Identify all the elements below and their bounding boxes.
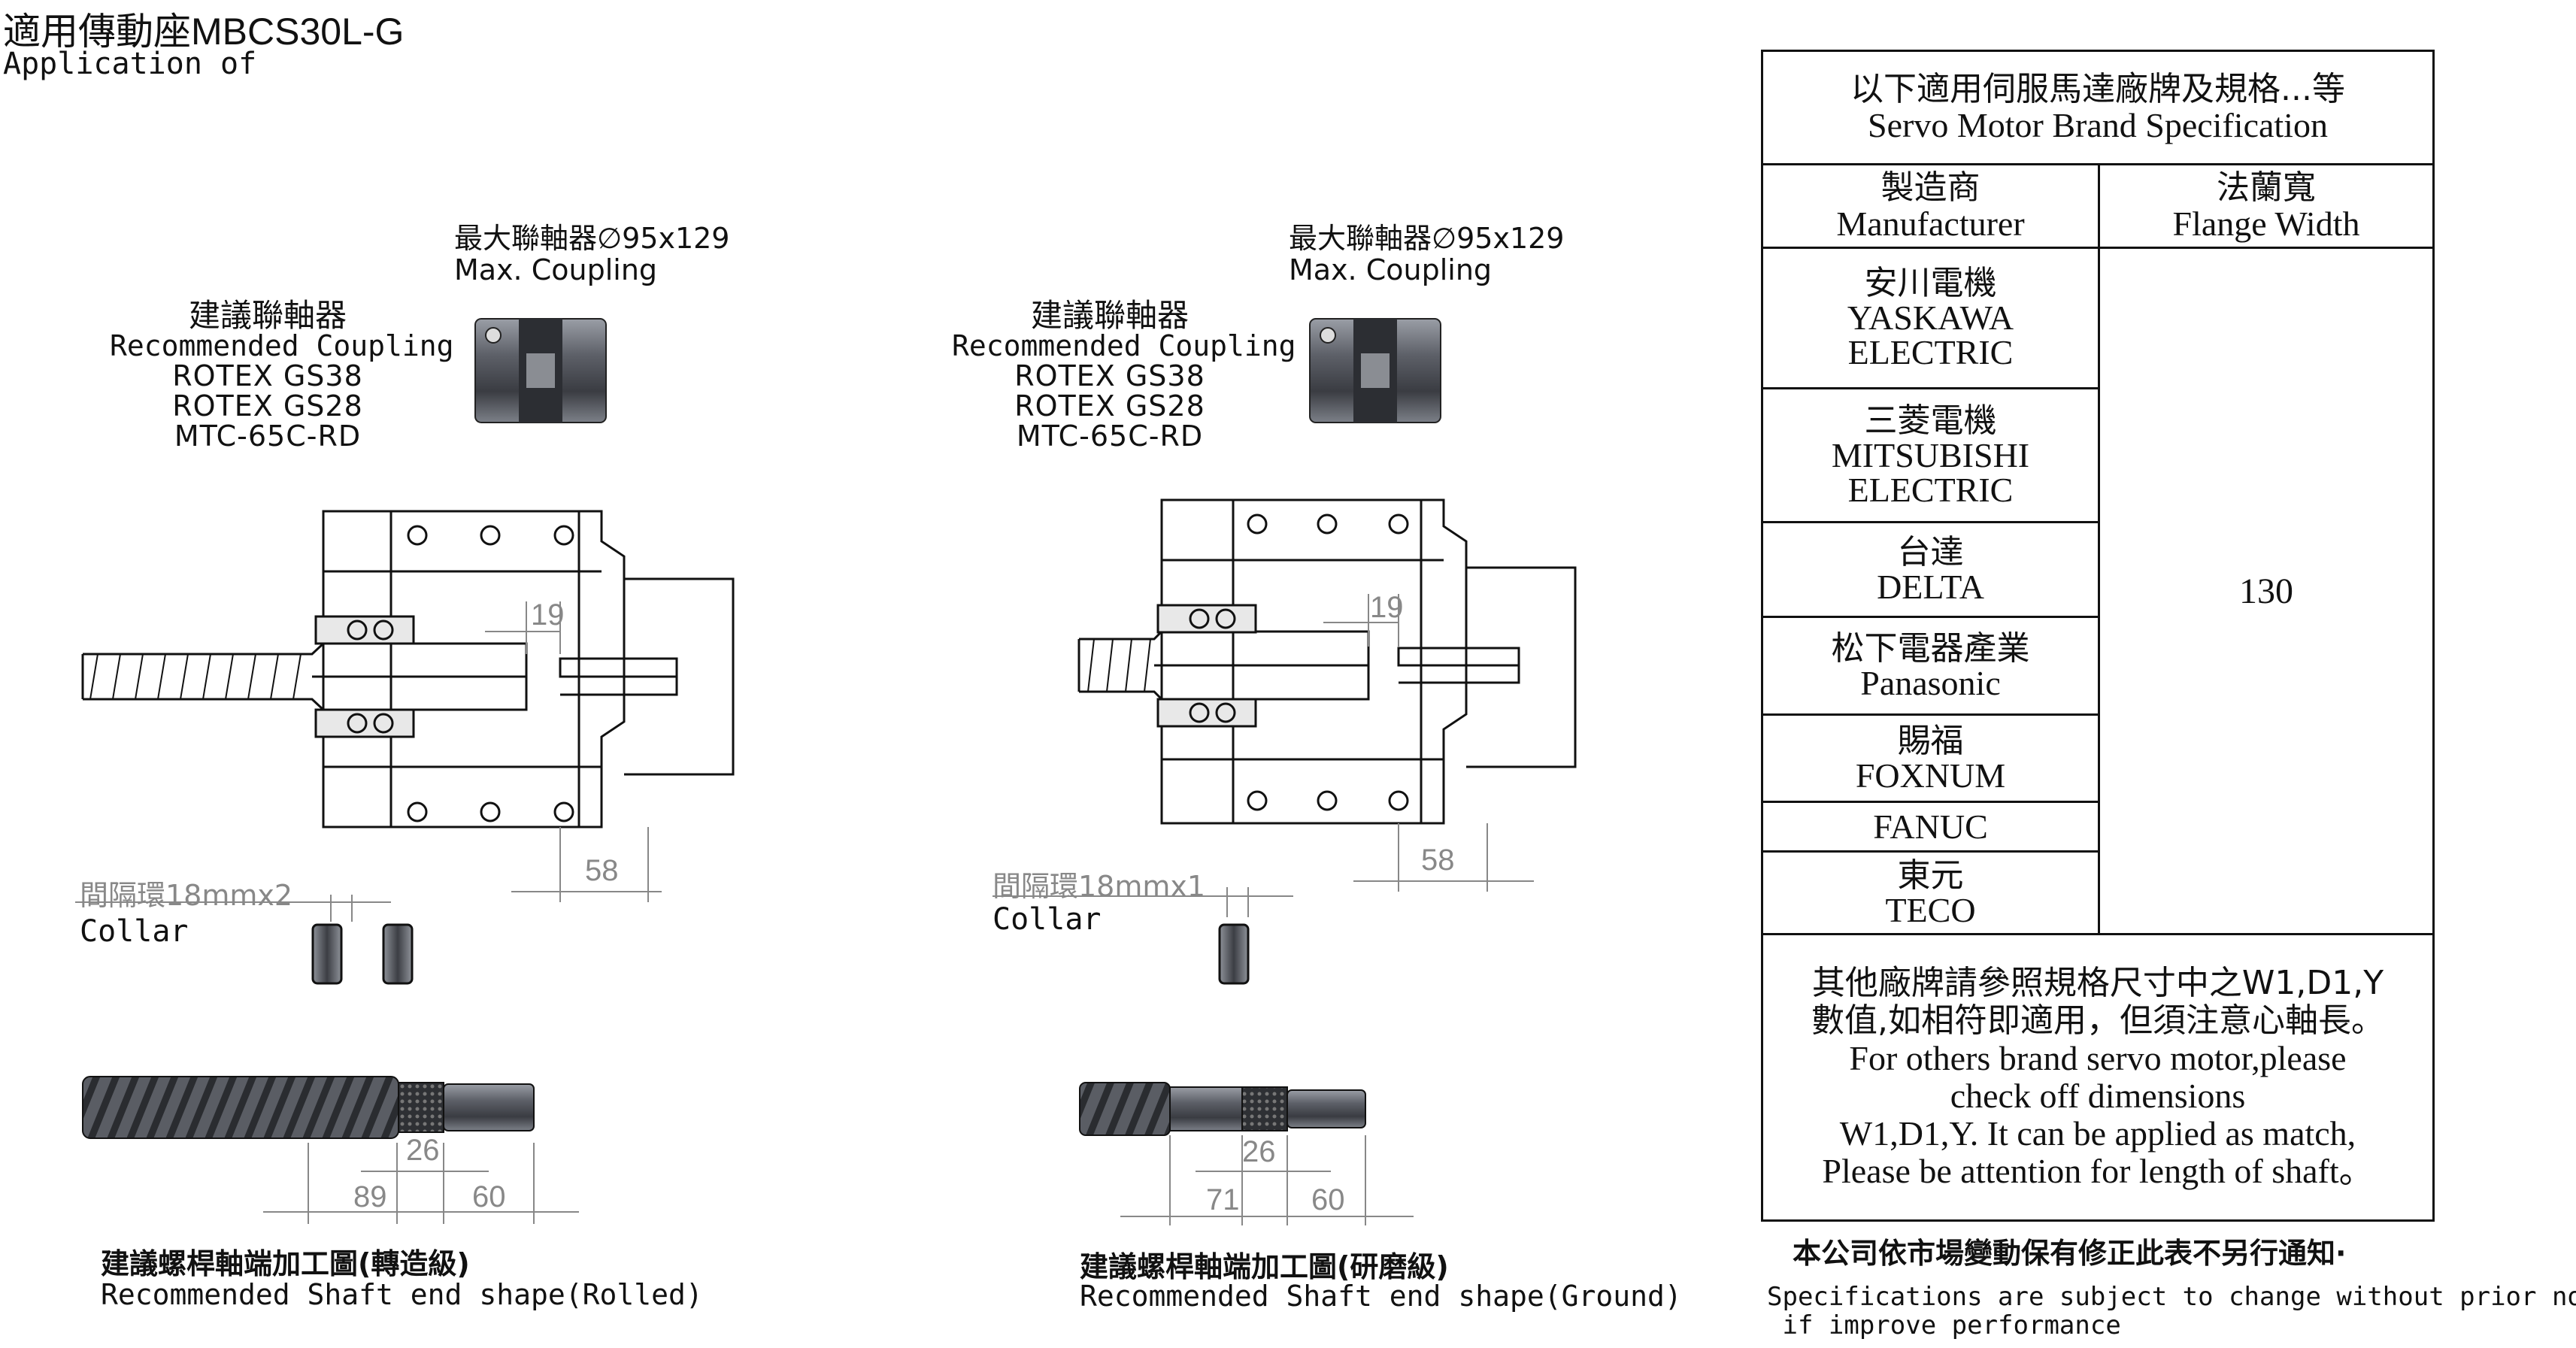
note-en-1: For others brand servo motor,please [1849, 1039, 2347, 1077]
right-model-3: MTC-65C-RD [1016, 420, 1204, 453]
left-collar-label: Collar [80, 914, 189, 949]
note-en-3: W1,D1,Y. It can be applied as match, [1839, 1114, 2356, 1153]
left-shaft-drawing [82, 1076, 535, 1139]
right-max-coupling-en: Max. Coupling [1289, 253, 1493, 286]
left-max-coupling-en: Max. Coupling [454, 253, 658, 286]
brand-cn: 三菱電機 [1864, 401, 1997, 440]
note-en-2: check off dimensions [1950, 1077, 2246, 1115]
left-dim-26: 26 [406, 1134, 440, 1167]
left-coupling-image [474, 318, 607, 423]
table-header-en: Servo Motor Brand Specification [1868, 106, 2328, 144]
brand-cn: 松下電器產業 [1831, 629, 2030, 668]
note-cn-1: 其他廠牌請參照規格尺寸中之W1,D1,Y [1811, 964, 2384, 1002]
right-collar [1218, 923, 1250, 985]
right-shaft-dimensions [1120, 1135, 1414, 1225]
flange-width-value: 130 [2239, 571, 2293, 611]
right-recommended-coupling: 建議聯軸器 Recommended Coupling ROTEX GS38 RO… [952, 297, 1296, 453]
left-dim-58: 58 [585, 854, 619, 887]
table-header-cn: 以下適用伺服馬達廠牌及規格...等 [1850, 70, 2345, 108]
right-coupling-image [1309, 318, 1441, 423]
table-header: 以下適用伺服馬達廠牌及規格...等 Servo Motor Brand Spec… [1763, 52, 2432, 163]
right-rec-coupling-cn: 建議聯軸器 [1030, 297, 1189, 334]
col-flange-en: Flange Width [2172, 204, 2360, 243]
left-bearing-block [81, 510, 735, 828]
brand-row: 東元 TECO [1763, 850, 2098, 933]
brand-row: 三菱電機 MITSUBISHI ELECTRIC [1763, 387, 2098, 521]
brand-cn: 台達 [1897, 532, 1964, 571]
brand-cn: 東元 [1897, 856, 1964, 895]
brand-rows: 安川電機 YASKAWA ELECTRIC 三菱電機 MITSUBISHI EL… [1763, 247, 2432, 933]
brand-row: 台達 DELTA [1763, 521, 2098, 616]
servo-spec-table: 以下適用伺服馬達廠牌及規格...等 Servo Motor Brand Spec… [1761, 50, 2435, 1222]
left-rec-coupling-en: Recommended Coupling [110, 329, 454, 362]
brand-en: FANUC [1873, 807, 1988, 846]
brand-row: 安川電機 YASKAWA ELECTRIC [1763, 249, 2098, 387]
page-title: 適用傳動座MBCS30L-G [3, 11, 405, 53]
right-dim-19: 19 [1370, 591, 1404, 624]
brand-cn: 賜福 [1897, 721, 1964, 760]
right-model-1: ROTEX GS38 [1014, 359, 1205, 392]
left-shaft-threads [89, 653, 302, 700]
right-shaft-threads [1087, 638, 1151, 692]
note-cn-2: 數值,如相符即適用，但須注意心軸長。 [1811, 1001, 2384, 1040]
brand-row: 賜福 FOXNUM [1763, 713, 2098, 801]
brand-en: FOXNUM [1855, 756, 2006, 795]
brand-row: 松下電器產業 Panasonic [1763, 616, 2098, 713]
left-dim-60: 60 [472, 1180, 506, 1213]
left-spacer-label: 間隔環18mmx2 [80, 879, 293, 912]
brand-en: TECO [1885, 890, 1976, 929]
left-dim-19: 19 [531, 598, 565, 632]
left-model-2: ROTEX GS28 [172, 389, 363, 423]
brand-en: MITSUBISHI ELECTRIC [1831, 435, 2030, 509]
left-dim-89: 89 [353, 1180, 387, 1213]
left-collars [311, 923, 414, 985]
table-column-headers: 製造商 Manufacturer 法蘭寬 Flange Width [1763, 163, 2432, 247]
notice-cn: 本公司依市場變動保有修正此表不另行通知· [1793, 1237, 2347, 1270]
left-shaft-cn: 建議螺桿軸端加工圖(轉造級) [101, 1247, 470, 1280]
left-rec-coupling-cn: 建議聯軸器 [188, 297, 347, 334]
left-shaft-en: Recommended Shaft end shape(Rolled) [101, 1278, 703, 1311]
right-shaft-cn: 建議螺桿軸端加工圖(研磨級) [1080, 1250, 1449, 1283]
note-en-4: Please be attention for length of shaft。 [1822, 1152, 2374, 1190]
right-dim-26: 26 [1242, 1135, 1276, 1168]
right-spacer-label: 間隔環18mmx1 [993, 870, 1206, 903]
brand-row: FANUC [1763, 801, 2098, 850]
table-note: 其他廠牌請參照規格尺寸中之W1,D1,Y 數值,如相符即適用，但須注意心軸長。 … [1763, 933, 2432, 1219]
right-shaft-drawing [1079, 1082, 1366, 1136]
right-dimension-lines [993, 594, 1534, 917]
col-manufacturer-cn: 製造商 [1880, 168, 1980, 207]
left-shaft-dimensions [263, 1143, 579, 1224]
col-flange-cn: 法蘭寬 [2217, 168, 2316, 207]
brand-en: YASKAWA ELECTRIC [1847, 298, 2014, 371]
brand-en: DELTA [1877, 567, 1984, 606]
left-model-3: MTC-65C-RD [174, 420, 362, 453]
brand-cn: 安川電機 [1864, 264, 1997, 302]
right-shaft-en: Recommended Shaft end shape(Ground) [1080, 1280, 1682, 1313]
brand-en: Panasonic [1860, 663, 2001, 702]
left-model-1: ROTEX GS38 [172, 359, 363, 392]
left-max-coupling-label: 最大聯軸器∅95x129 Max. Coupling [454, 223, 729, 286]
right-collar-label: Collar [993, 902, 1102, 937]
left-max-coupling-cn: 最大聯軸器∅95x129 [454, 222, 730, 255]
right-max-coupling-label: 最大聯軸器∅95x129 Max. Coupling [1289, 223, 1564, 286]
right-dim-58: 58 [1421, 844, 1455, 877]
notice-en: Specifications are subject to change wit… [1767, 1282, 2576, 1340]
brand-column: 安川電機 YASKAWA ELECTRIC 三菱電機 MITSUBISHI EL… [1763, 249, 2100, 933]
page-subtitle: Application of [3, 47, 257, 81]
col-manufacturer-en: Manufacturer [1836, 204, 2025, 243]
right-bearing-block [1077, 498, 1577, 825]
left-dimension-lines [75, 601, 662, 922]
right-max-coupling-cn: 最大聯軸器∅95x129 [1289, 222, 1565, 255]
left-recommended-coupling: 建議聯軸器 Recommended Coupling ROTEX GS38 RO… [110, 297, 454, 453]
right-rec-coupling-en: Recommended Coupling [952, 329, 1296, 362]
right-model-2: ROTEX GS28 [1014, 389, 1205, 423]
right-dim-60: 60 [1311, 1183, 1345, 1216]
right-dim-71: 71 [1206, 1183, 1240, 1216]
